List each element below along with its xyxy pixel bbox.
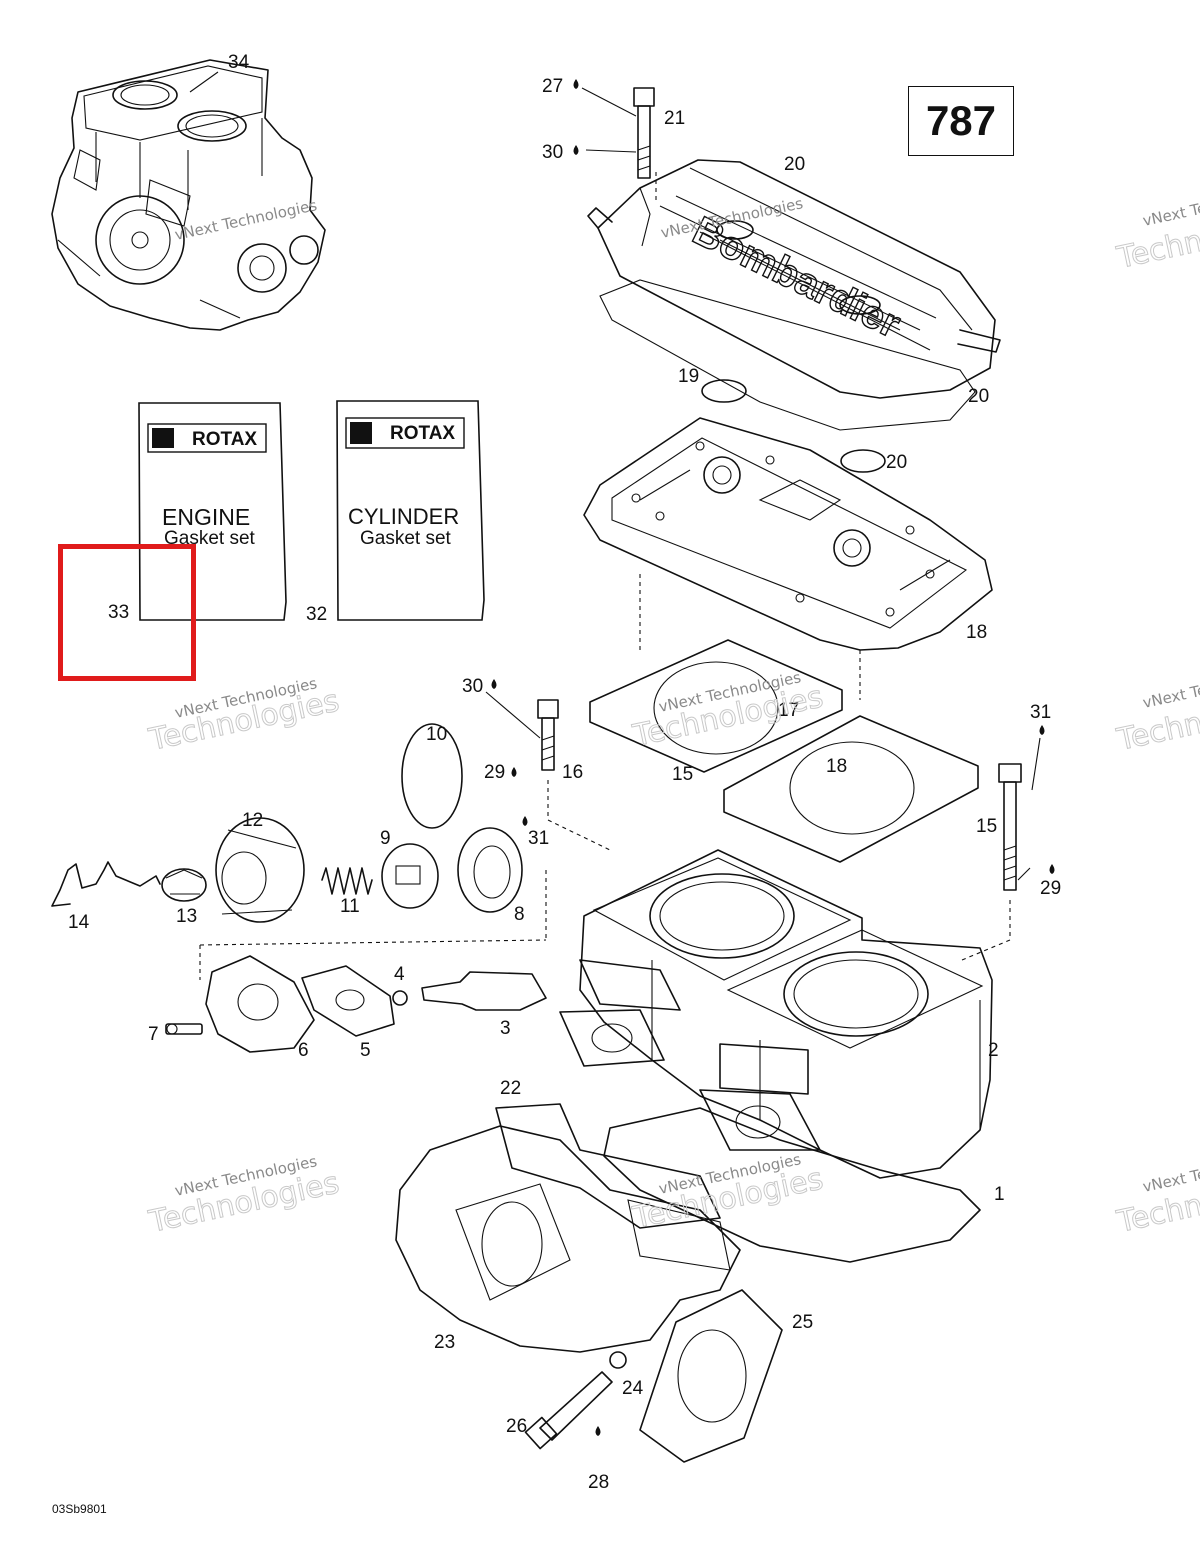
callout: 20: [968, 386, 989, 407]
head-cover-gasket: [599, 279, 976, 431]
head-cover-bolt: [633, 87, 655, 179]
o-ring: [840, 449, 886, 473]
booklet-title: ENGINE: [162, 504, 251, 530]
cylinder-bolt-right: [998, 763, 1022, 891]
callout: 7: [148, 1024, 159, 1045]
cylinder-gasket-set-booklet: ROTAX CYLINDER Gasket set: [336, 400, 485, 622]
callout: 26: [506, 1416, 527, 1437]
callout: 20: [886, 452, 907, 473]
rave-valve: [421, 971, 547, 1011]
leader-lines: [189, 71, 1041, 881]
callout: 20: [784, 154, 805, 175]
spring-clip: [51, 861, 161, 907]
callout: 28: [588, 1472, 609, 1493]
callout: 8: [514, 904, 525, 925]
callout: 6: [298, 1040, 309, 1061]
callout: 18: [966, 622, 987, 643]
callout: 16: [562, 762, 583, 783]
callout: 29: [1040, 878, 1061, 899]
head-gasket-front: [589, 639, 843, 773]
callout: 34: [228, 52, 250, 73]
callout: 12: [242, 810, 263, 831]
callout: 4: [394, 964, 405, 985]
booklet-subtitle: Gasket set: [164, 528, 255, 549]
booklet-title: CYLINDER: [348, 504, 460, 529]
callout: 17: [778, 700, 799, 721]
callout: 24: [622, 1378, 644, 1399]
svg-text:vNext Technologies: vNext Technologies: [173, 196, 319, 244]
callout: 32: [306, 604, 328, 625]
callout: 25: [792, 1312, 813, 1333]
lubricant-drop-icons: [491, 79, 1055, 1436]
valve-housing-screw: [165, 1023, 203, 1035]
callout: 1: [994, 1184, 1005, 1205]
exhaust-gasket-upper: [495, 1103, 721, 1229]
cylinder-block: [559, 849, 993, 1179]
valve-gasket: [301, 965, 395, 1037]
valve-piston: [381, 843, 439, 909]
engine-assembly-drawing: [51, 59, 326, 331]
callout: 19: [678, 366, 699, 387]
alignment-lines: [547, 170, 1011, 961]
callout: 21: [664, 108, 685, 129]
callout: 5: [360, 1040, 371, 1061]
cylinder-head: [583, 417, 993, 651]
callout: 18: [826, 756, 847, 777]
callout: 15: [976, 816, 997, 837]
callout: 33: [108, 602, 130, 623]
booklet-outline: [336, 400, 485, 621]
head-gasket-rear: [723, 715, 979, 863]
manifold-screw: [524, 1371, 613, 1450]
figure-code: 03Sb9801: [52, 1502, 107, 1516]
callout: 22: [500, 1078, 521, 1099]
callout: 3: [500, 1018, 511, 1039]
valve-o-ring: [401, 723, 463, 829]
valve-washer: [392, 990, 408, 1006]
svg-text:vNext Technologies: vNext Technologies: [1141, 664, 1200, 712]
page-number-box: 787: [908, 86, 1014, 156]
exhaust-manifold: [395, 1125, 741, 1353]
exhaust-gasket-lower: [639, 1289, 783, 1463]
o-ring: [701, 379, 747, 403]
booklet-outline: [138, 402, 287, 621]
svg-text:vNext Technologies: vNext Technologies: [1141, 182, 1200, 230]
cylinder-bolt-left: [537, 699, 559, 771]
callout: 14: [68, 912, 90, 933]
callout: 27: [542, 76, 563, 97]
callout: 2: [988, 1040, 999, 1061]
booklet-subtitle: Gasket set: [360, 528, 451, 549]
callout: 31: [528, 828, 549, 849]
callout: 9: [380, 828, 391, 849]
booklet-brand: ROTAX: [192, 429, 258, 450]
callout-labels: 34 27 21 30 20 19 20 20 18 30 31 10 17 2…: [68, 52, 1061, 1493]
callout: 10: [426, 724, 447, 745]
valve-housing: [205, 955, 315, 1053]
callout: 15: [672, 764, 693, 785]
callout: 11: [340, 896, 360, 917]
callout: 23: [434, 1332, 455, 1353]
valve-cover: [215, 817, 305, 923]
valve-cap-nut: [161, 868, 207, 902]
callout: 30: [462, 676, 483, 697]
selection-highlight-box: [58, 544, 196, 681]
page-number: 787: [925, 97, 997, 144]
engine-gasket-set-booklet: ROTAX ENGINE Gasket set: [138, 402, 287, 624]
valve-bellows: [457, 827, 523, 913]
callout: 13: [176, 906, 197, 927]
cylinder-base-gasket: [603, 1107, 981, 1263]
valve-spring: [321, 867, 373, 895]
washer: [609, 1351, 627, 1369]
booklet-brand: ROTAX: [390, 423, 456, 444]
callout: 31: [1030, 702, 1051, 723]
callout: 29: [484, 762, 505, 783]
callout: 30: [542, 142, 563, 163]
